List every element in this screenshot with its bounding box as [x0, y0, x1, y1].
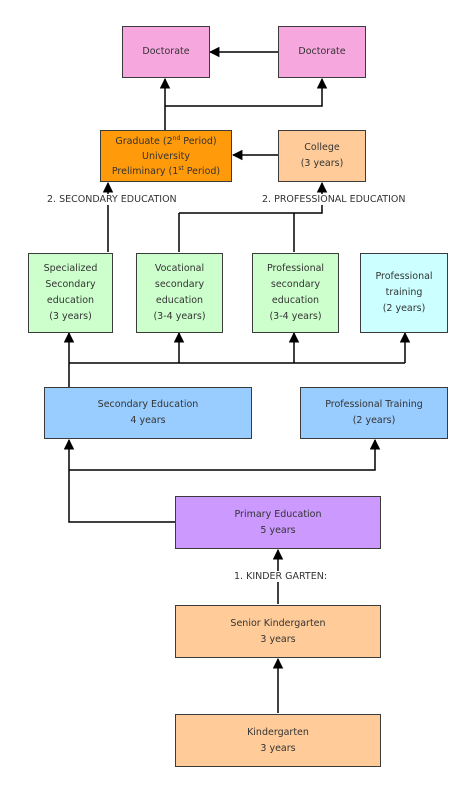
label-professional-education: 2. PROFESSIONAL EDUCATION	[262, 194, 406, 205]
specialized-secondary-box[interactable]: Specialized Secondary education (3 years…	[28, 253, 113, 333]
senior-kindergarten-line1: Senior Kindergarten	[230, 617, 326, 629]
professional-training-line1: Professional Training	[325, 399, 423, 410]
college-line2: (3 years)	[300, 158, 344, 169]
vocational-secondary-box[interactable]: Vocational secondary education (3-4 year…	[136, 253, 223, 333]
primary-education-line1: Primary Education	[234, 508, 322, 520]
kindergarten-line2: 3 years	[260, 742, 296, 754]
edge-primary-to-secondary	[63, 438, 175, 523]
doctorate-left-label: Doctorate	[142, 46, 190, 57]
primary-education-line2: 5 years	[260, 524, 296, 536]
kindergarten-box[interactable]: Kindergarten 3 years	[175, 714, 381, 767]
edge-primary-to-professional-training	[69, 438, 381, 471]
college-line1: College	[304, 142, 340, 153]
preliminary-line: Preliminary (1st Period)	[111, 164, 221, 177]
senior-kindergarten-line2: 3 years	[260, 633, 296, 645]
doctorate-right-box[interactable]: Doctorate	[278, 26, 366, 78]
label-kinder-garten: 1. KINDER GARTEN:	[234, 571, 328, 582]
label-secondary-education: 2. SECONDARY EDUCATION	[47, 194, 177, 205]
primary-education-box[interactable]: Primary Education 5 years	[175, 496, 381, 549]
graduate-line: Graduate (2nd Period)	[115, 134, 217, 147]
secondary-education-line1: Secondary Education	[97, 399, 199, 410]
kindergarten-line1: Kindergarten	[247, 726, 309, 738]
professional-training-line2: (2 years)	[352, 415, 396, 426]
secondary-education-line2: 4 years	[130, 415, 166, 426]
edge-join-to-doctorate-right	[165, 77, 328, 107]
professional-training-top-box[interactable]: Professional training (2 years)	[360, 253, 448, 333]
college-box[interactable]: College (3 years)	[278, 130, 366, 182]
university-line: University	[142, 150, 190, 162]
professional-secondary-box[interactable]: Professional secondary education (3-4 ye…	[252, 253, 339, 333]
edge-join-to-college	[179, 181, 328, 214]
senior-kindergarten-box[interactable]: Senior Kindergarten 3 years	[175, 605, 381, 658]
graduate-university-box[interactable]: Graduate (2nd Period) University Prelimi…	[100, 130, 232, 182]
doctorate-left-box[interactable]: Doctorate	[122, 26, 210, 78]
professional-training-box[interactable]: Professional Training (2 years)	[300, 387, 448, 439]
secondary-education-box[interactable]: Secondary Education 4 years	[44, 387, 252, 439]
doctorate-right-label: Doctorate	[298, 46, 346, 57]
